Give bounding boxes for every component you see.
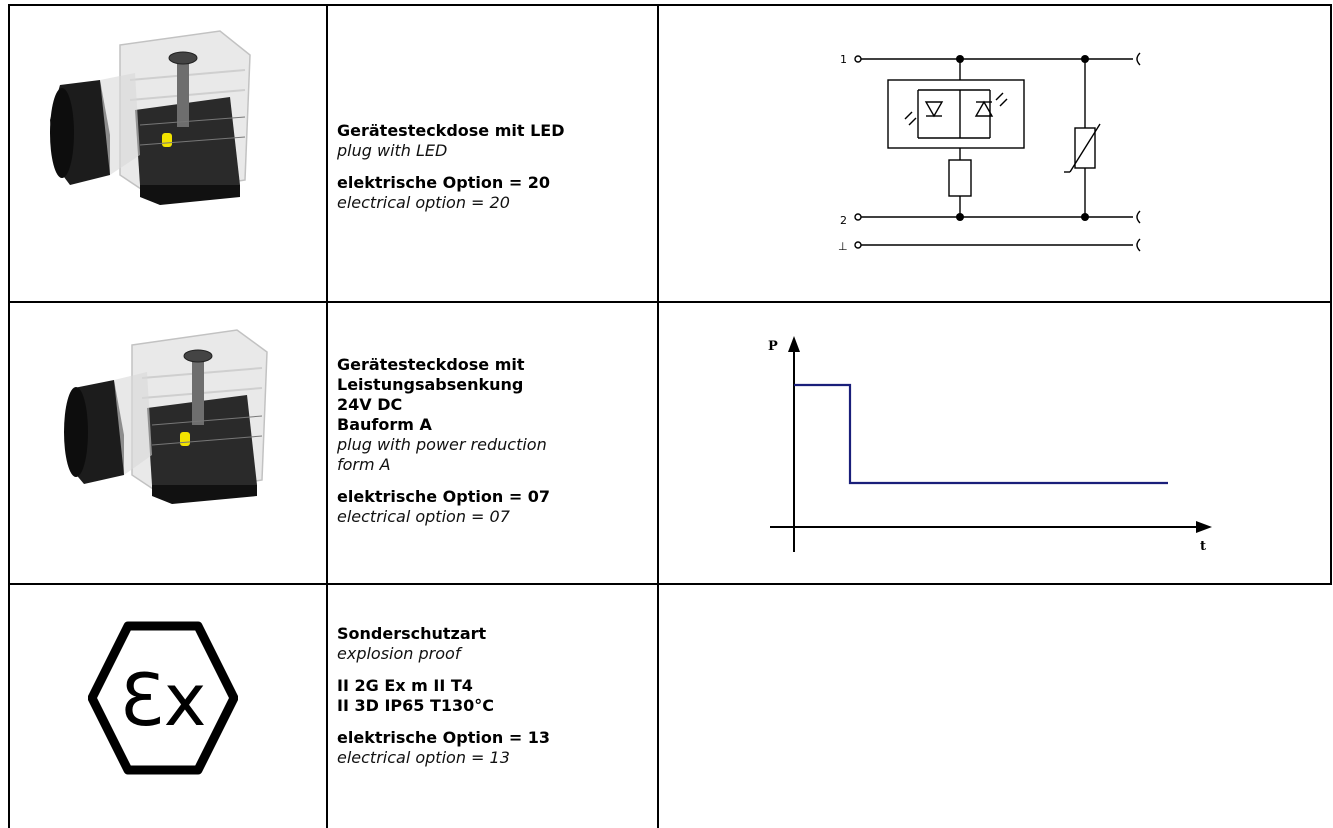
- option-13-label-en: electrical option = 13: [337, 748, 510, 767]
- explosion-proof-title-de: Sonderschutzart: [337, 624, 487, 643]
- option-20-label-en: electrical option = 20: [337, 193, 510, 212]
- ex-marking-line-2: II 3D IP65 T130°C: [337, 696, 495, 715]
- row-divider-2: [8, 583, 1332, 585]
- plug-with-led-title-de: Gerätesteckdose mit LED: [337, 121, 565, 140]
- terminal-ground-label: ⊥: [838, 240, 848, 253]
- option-13-description: Sonderschutzart explosion proof II 2G Ex…: [337, 624, 647, 768]
- y-axis-label: P: [768, 339, 778, 354]
- table-border-top: [8, 4, 1332, 6]
- power-reduction-title-en-line-1: plug with power reduction: [337, 435, 547, 454]
- ex-symbol-text: Ɛx: [120, 658, 207, 742]
- explosion-proof-title-en: explosion proof: [337, 644, 461, 663]
- row-divider-1: [8, 301, 1332, 303]
- column-divider-1: [326, 4, 328, 828]
- plug-with-led-title-en: plug with LED: [337, 141, 448, 160]
- terminal-1-label: 1: [840, 53, 847, 66]
- plug-power-reduction-image: [62, 320, 312, 505]
- column-divider-2: [657, 4, 659, 828]
- power-reduction-title-de-line-3: 24V DC: [337, 395, 403, 414]
- power-reduction-title-en-line-2: form A: [337, 455, 391, 474]
- power-reduction-title-de-line-1: Gerätesteckdose mit: [337, 355, 525, 374]
- table-border-left: [8, 4, 10, 828]
- x-axis-label: t: [1200, 539, 1206, 554]
- option-20-label-de: elektrische Option = 20: [337, 173, 551, 192]
- table-border-right: [1330, 4, 1332, 584]
- power-reduction-chart: P t: [760, 330, 1220, 565]
- option-13-label-de: elektrische Option = 13: [337, 728, 551, 747]
- plug-with-led-image: [40, 25, 290, 210]
- power-curve-line: [794, 383, 1168, 485]
- ex-symbol: Ɛx: [87, 618, 239, 778]
- led-circuit-diagram: 1 2 ⊥: [830, 40, 1150, 255]
- option-20-description: Gerätesteckdose mit LED plug with LED el…: [337, 121, 647, 213]
- power-reduction-title-de-line-4: Bauform A: [337, 415, 432, 434]
- option-07-label-en: electrical option = 07: [337, 507, 510, 526]
- ex-marking-line-1: II 2G Ex m II T4: [337, 676, 473, 695]
- terminal-2-label: 2: [840, 214, 847, 227]
- option-07-description: Gerätesteckdose mit Leistungsabsenkung 2…: [337, 355, 647, 527]
- option-07-label-de: elektrische Option = 07: [337, 487, 551, 506]
- power-reduction-title-de-line-2: Leistungsabsenkung: [337, 375, 524, 394]
